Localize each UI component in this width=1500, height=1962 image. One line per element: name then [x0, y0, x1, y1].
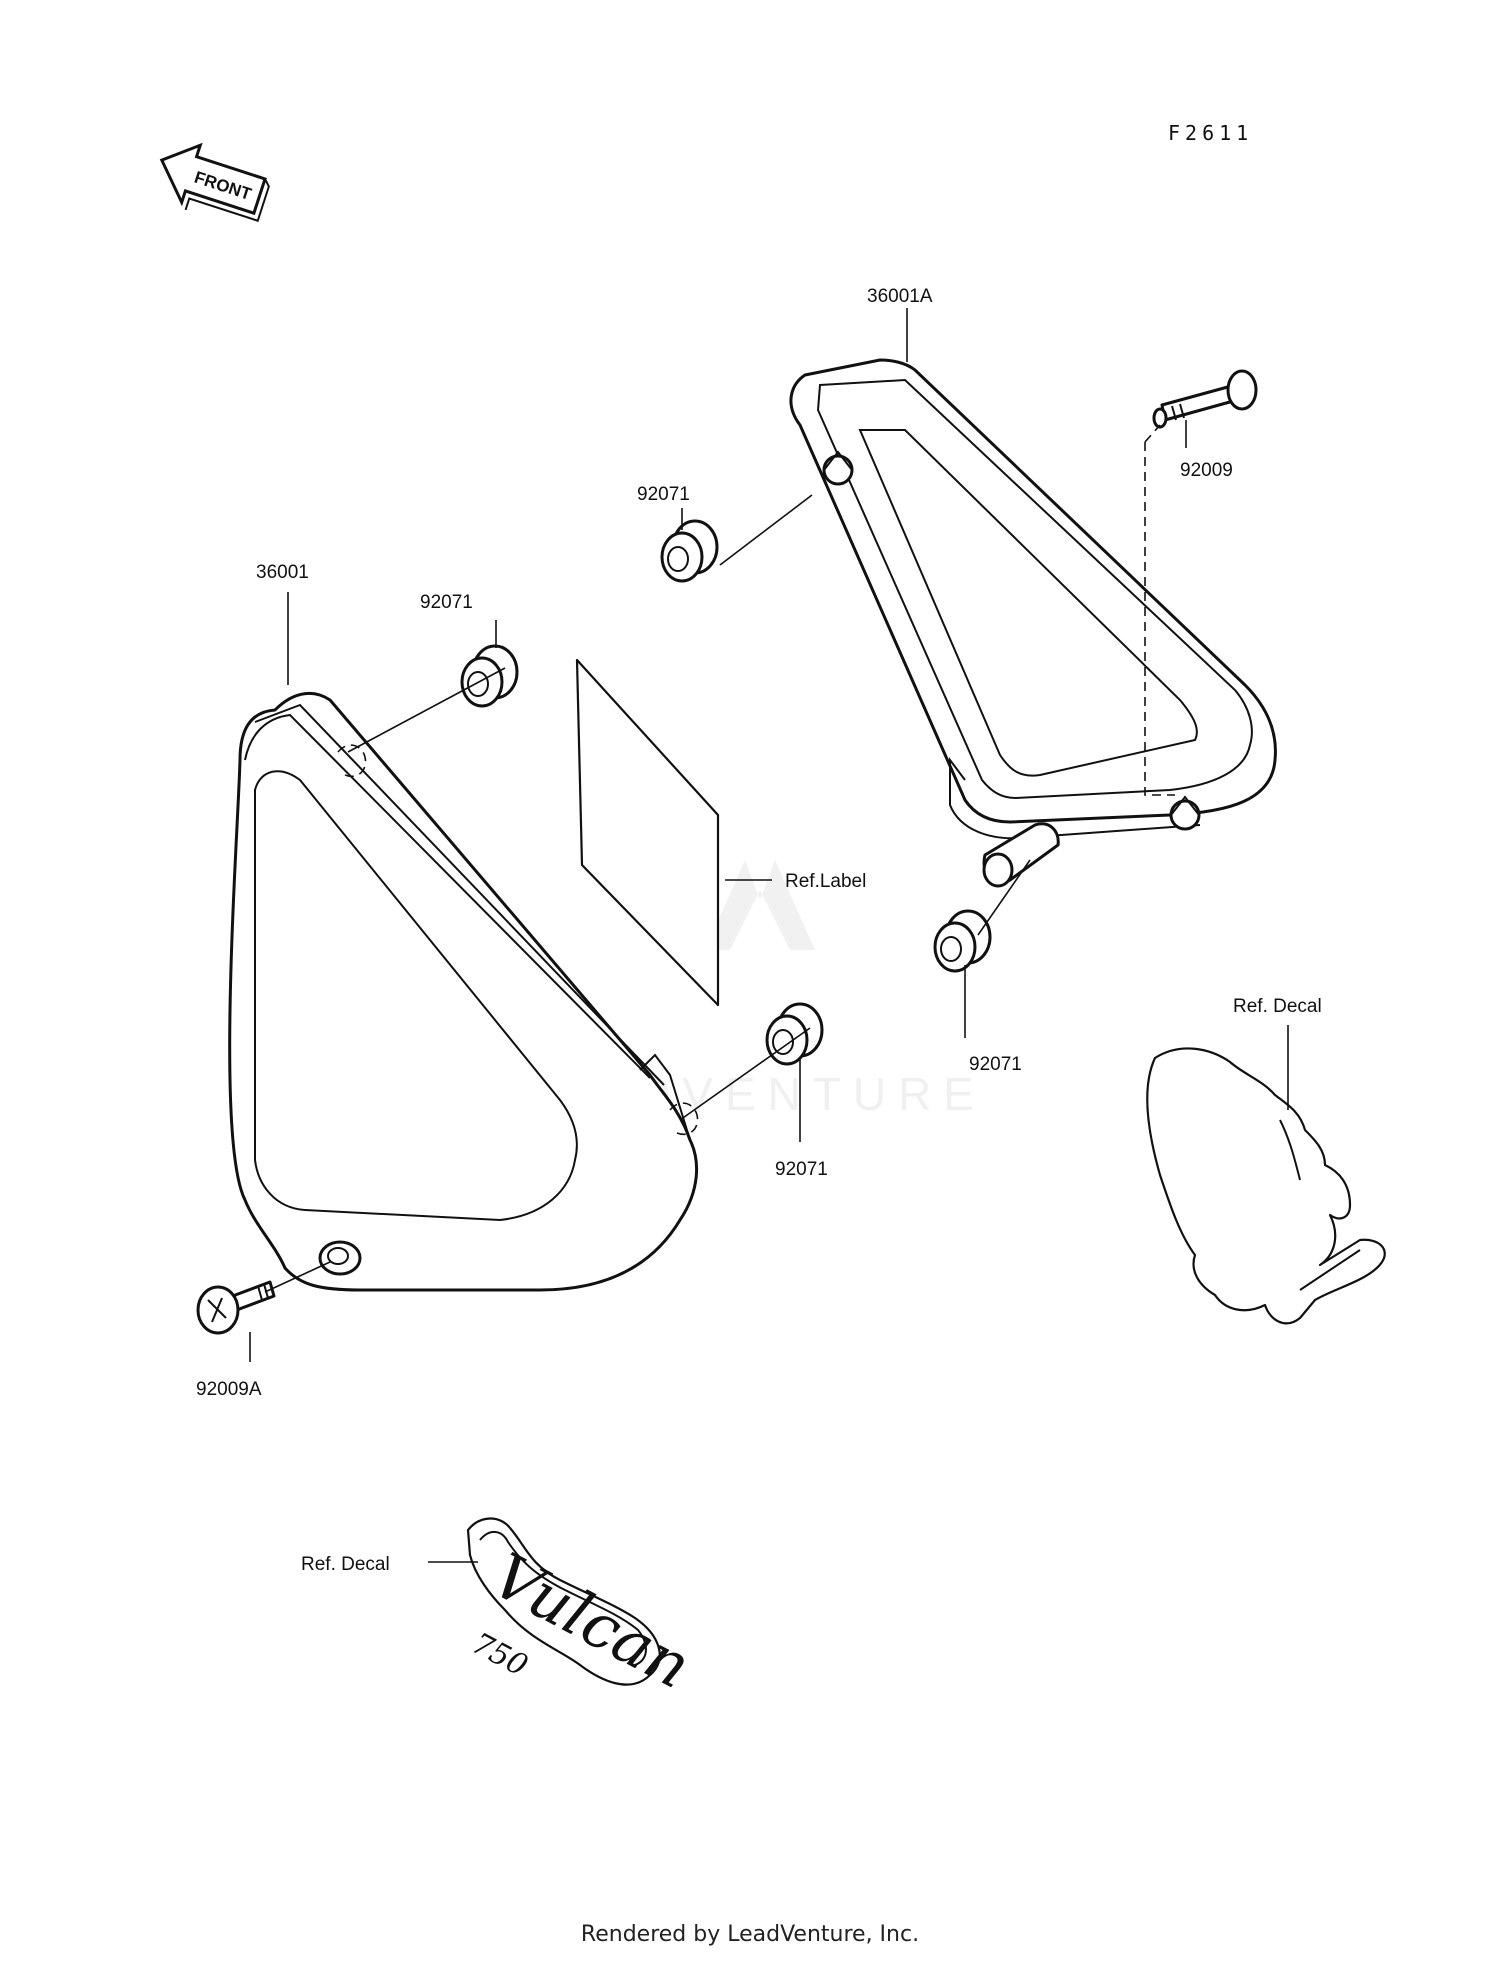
label-36001: 36001: [256, 562, 309, 583]
left-cover-bolt-hole: [327, 1247, 349, 1265]
ref-decal-bottom-graphic: Vulcan 750: [466, 1517, 703, 1703]
label-92071-left-top: 92071: [420, 592, 473, 613]
footer-credit: Rendered by LeadVenture, Inc.: [580, 1922, 920, 1947]
left-cover-rim-line: [254, 703, 665, 1086]
bolt-left: [196, 1280, 276, 1335]
right-side-cover: [789, 358, 1277, 888]
right-cover-stud-end: [982, 852, 1014, 888]
front-arrow: FRONT: [159, 142, 270, 223]
right-cover-inner-rim: [816, 378, 1253, 800]
front-arrow-shadow: [184, 178, 270, 223]
label-92071-right-bottom: 92071: [969, 1054, 1022, 1075]
grommet-left-top: [460, 644, 519, 708]
vulcan-decal-outline: [466, 1517, 661, 1686]
right-cover-peg-top: [822, 454, 854, 486]
right-decal-shade: [1279, 1119, 1361, 1291]
label-92071-right-top: 92071: [637, 484, 690, 505]
label-36001A: 36001A: [867, 286, 933, 307]
right-cover-peg-bottom: [1169, 799, 1201, 831]
grommet-right-top: [660, 519, 719, 583]
left-cover-outer: [228, 691, 699, 1292]
left-cover-top-rim: [244, 713, 651, 1079]
label-92071-left-bottom: 92071: [775, 1159, 828, 1180]
right-decal-outline: [1146, 1047, 1386, 1325]
figure-id: F2611: [1168, 121, 1253, 145]
label-92009A: 92009A: [196, 1379, 262, 1400]
vulcan-decal-inner: [479, 1531, 647, 1666]
label-ref-decal-bottom: Ref. Decal: [301, 1554, 390, 1575]
left-cover-hole-bottom: [669, 1102, 699, 1135]
grommet-left-bottom: [765, 1002, 824, 1066]
leader-lines: [249, 308, 1289, 1563]
grommet-right-bottom: [933, 909, 992, 973]
right-cover-peg-top-tip: [823, 450, 853, 471]
vulcan-decal-model: 750: [466, 1626, 533, 1684]
front-arrow-icon: [159, 142, 267, 216]
label-92009: 92009: [1180, 460, 1233, 481]
right-cover-inner-panel: [858, 429, 1198, 777]
watermark-logo-icon: [705, 860, 815, 950]
ref-decal-right-graphic: [1146, 1047, 1386, 1325]
left-side-cover: [228, 691, 699, 1292]
left-cover-bolt-boss: [318, 1240, 362, 1276]
left-cover-hole-top: [337, 744, 367, 777]
ref-label-sheet: [575, 658, 720, 1007]
left-cover-inner-panel: [254, 770, 578, 1222]
right-cover-outer: [789, 358, 1277, 824]
right-cover-peg-bottom-tip: [1170, 795, 1200, 816]
label-ref-label: Ref.Label: [785, 871, 866, 892]
left-cover-step: [639, 1053, 691, 1141]
bolt-right: [1152, 369, 1258, 429]
label-ref-decal-right: Ref. Decal: [1233, 996, 1322, 1017]
